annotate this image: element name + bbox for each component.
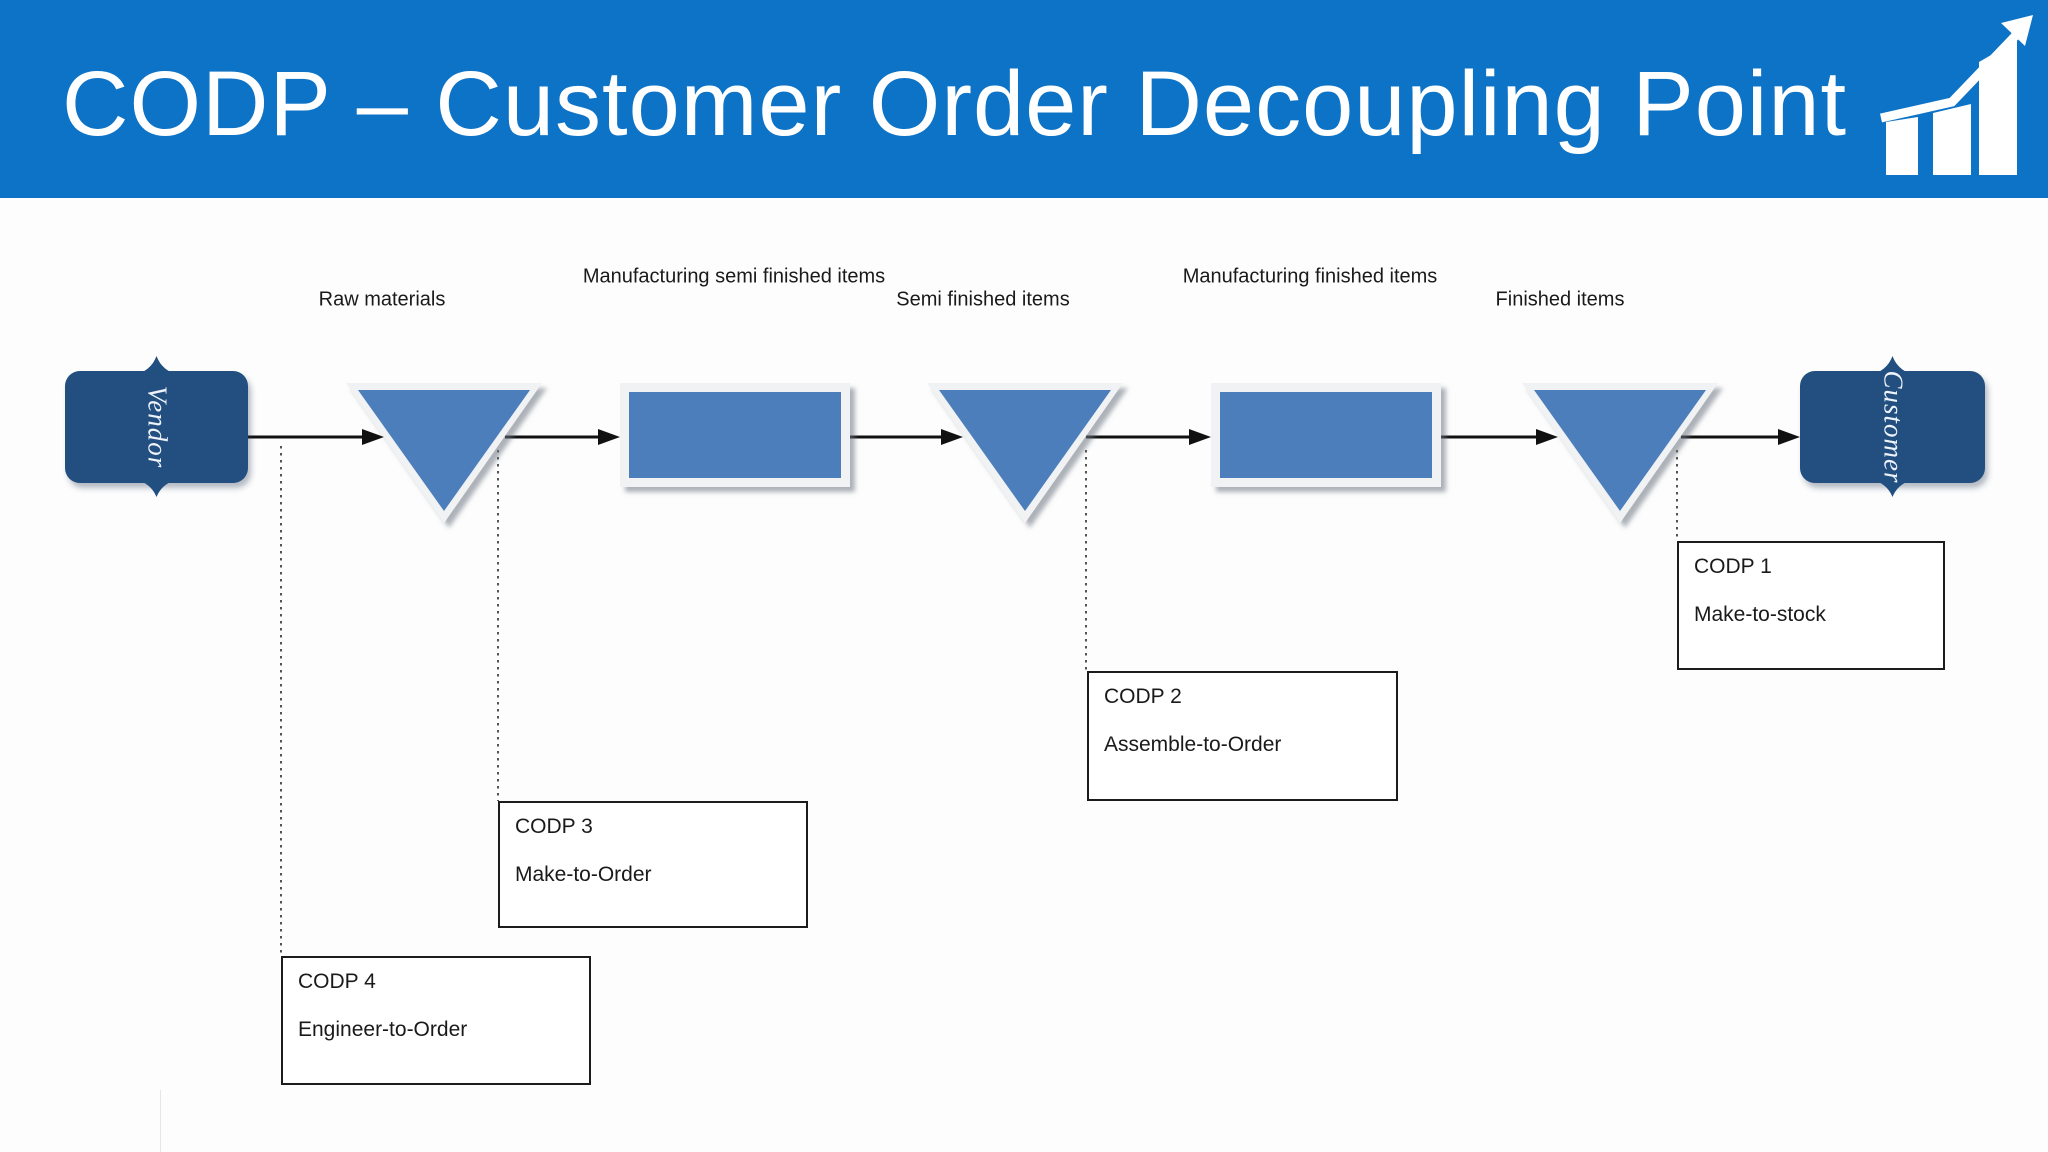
- codp-1-strategy: Make-to-stock: [1694, 603, 1826, 626]
- codp-2-title: CODP 2: [1104, 685, 1182, 708]
- arrow-mfgfin-fin: [1441, 429, 1558, 445]
- codp-2-strategy: Assemble-to-Order: [1104, 733, 1282, 756]
- page-title: CODP – Customer Order Decoupling Point: [62, 53, 1848, 155]
- codp-3-strategy: Make-to-Order: [515, 863, 652, 886]
- inventory-triangle-finished: [1522, 383, 1718, 523]
- codp-box-3: CODP 3 Make-to-Order: [498, 801, 808, 928]
- stage-label-semi-finished: Semi finished items: [896, 288, 1070, 311]
- arrow-vendor-raw: [248, 429, 384, 445]
- stage-label-finished-items: Finished items: [1495, 288, 1625, 311]
- vendor-label: Vendor: [142, 385, 173, 469]
- arrow-raw-mfgsemi: [505, 429, 620, 445]
- slide-edge-artifact: [160, 1090, 161, 1152]
- flow-arrows: [248, 429, 1800, 445]
- codp-leader-lines: [280, 446, 1678, 956]
- stage-label-mfg-semi: Manufacturing semi finished items: [582, 265, 886, 288]
- stage-label-raw-materials: Raw materials: [318, 288, 446, 311]
- arrow-semi-mfgfin: [1086, 429, 1211, 445]
- arrow-mfgsemi-semi: [850, 429, 963, 445]
- codp-box-4: CODP 4 Engineer-to-Order: [281, 956, 591, 1085]
- codp-4-strategy: Engineer-to-Order: [298, 1018, 468, 1041]
- title-bar: CODP – Customer Order Decoupling Point: [0, 0, 2048, 198]
- codp-1-title: CODP 1: [1694, 555, 1772, 578]
- codp-4-title: CODP 4: [298, 970, 376, 993]
- process-rect-mfg-semi: [620, 383, 850, 487]
- process-rect-mfg-finished: [1211, 383, 1441, 487]
- codp-box-1: CODP 1 Make-to-stock: [1677, 541, 1945, 670]
- inventory-triangle-raw: [346, 383, 542, 523]
- inventory-triangle-semi: [927, 383, 1123, 523]
- codp-3-title: CODP 3: [515, 815, 593, 838]
- codp-box-2: CODP 2 Assemble-to-Order: [1087, 671, 1398, 801]
- customer-label: Customer: [1878, 370, 1909, 484]
- arrow-fin-customer: [1681, 429, 1800, 445]
- stage-label-mfg-finished: Manufacturing finished items: [1182, 265, 1438, 288]
